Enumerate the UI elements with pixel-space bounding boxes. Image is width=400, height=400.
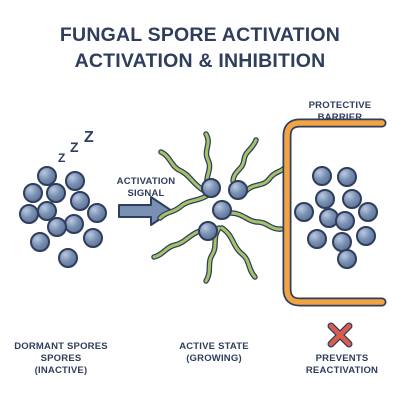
spore xyxy=(335,211,355,231)
z-medium: Z xyxy=(70,139,79,155)
z-small: Z xyxy=(58,151,65,165)
title-line-2: ACTIVATION & INHIBITION xyxy=(74,50,326,72)
spore xyxy=(70,191,90,211)
spore xyxy=(83,228,103,248)
spore xyxy=(58,248,78,268)
spore xyxy=(37,166,57,186)
blocked-spore-cluster xyxy=(294,166,378,269)
activation-signal-label-line-1: ACTIVATION xyxy=(116,176,176,187)
spore xyxy=(19,204,39,224)
spore xyxy=(201,178,221,198)
spore xyxy=(228,180,248,200)
dormant-spores-label: DORMANT SPORES SPORES (INACTIVE) xyxy=(8,341,114,377)
spore xyxy=(65,171,85,191)
activation-signal-label: ACTIVATION SIGNAL xyxy=(106,176,186,200)
spore xyxy=(212,200,232,220)
protective-barrier-label: PROTECTIVE BARRIER xyxy=(298,100,382,124)
dormant-spores-label-line-3: (INACTIVE) xyxy=(34,365,88,376)
spore xyxy=(342,189,362,209)
spore xyxy=(23,183,43,203)
activation-arrow-icon xyxy=(118,196,173,226)
active-state-label-line-1: ACTIVE STATE xyxy=(179,341,249,352)
spore xyxy=(337,167,357,187)
spore xyxy=(315,189,335,209)
dormant-spores-label-line-2: SPORES xyxy=(40,353,82,364)
activation-signal-label-line-2: SIGNAL xyxy=(127,188,165,199)
spore xyxy=(87,203,107,223)
spore xyxy=(337,249,357,269)
dormant-spore-cluster xyxy=(19,166,107,268)
spore xyxy=(47,217,67,237)
spore xyxy=(356,226,376,246)
spore xyxy=(358,202,378,222)
dormant-spores-label-line-1: DORMANT SPORES xyxy=(14,341,108,352)
sleep-zzz-icon: Z Z Z xyxy=(58,129,94,165)
spore xyxy=(312,166,332,186)
prevents-reactivation-label: PREVENTS REACTIVATION xyxy=(292,353,392,377)
spore xyxy=(64,214,84,234)
active-state-label: ACTIVE STATE (GROWING) xyxy=(166,341,262,365)
spore xyxy=(46,183,66,203)
active-spore-cluster xyxy=(198,178,248,241)
spore xyxy=(198,221,218,241)
prevents-reactivation-label-line-2: REACTIVATION xyxy=(305,365,379,376)
spore xyxy=(294,202,314,222)
title-line-1: FUNGAL SPORE ACTIVATION xyxy=(59,24,341,46)
prevents-x-icon xyxy=(327,322,353,348)
spore xyxy=(30,232,50,252)
protective-barrier-label-line-1: PROTECTIVE xyxy=(308,100,372,111)
spore xyxy=(37,201,57,221)
z-large: Z xyxy=(84,129,94,146)
protective-barrier-label-line-2: BARRIER xyxy=(317,112,363,123)
active-state-label-line-2: (GROWING) xyxy=(186,353,242,364)
spore xyxy=(319,208,339,228)
prevents-reactivation-label-line-1: PREVENTS xyxy=(315,353,369,364)
spore xyxy=(307,229,327,249)
spore xyxy=(332,232,352,252)
